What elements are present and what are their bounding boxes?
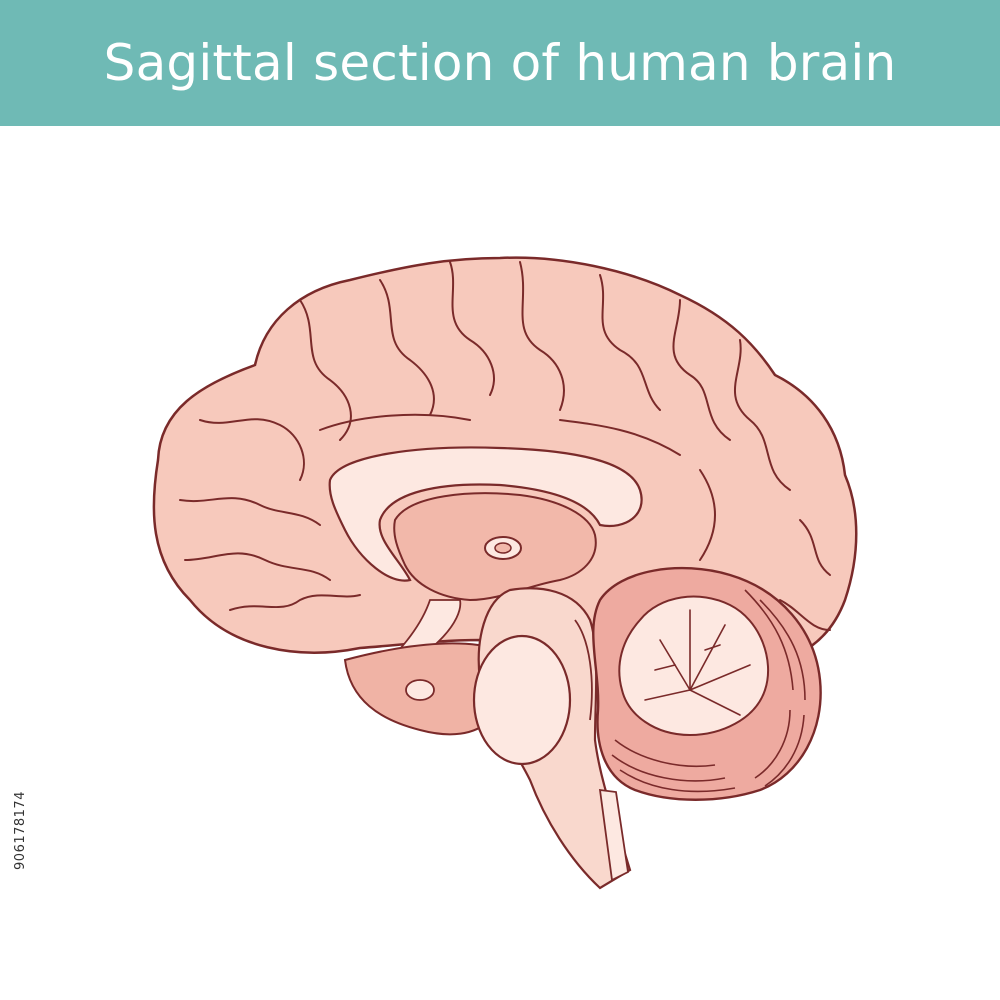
cerebellum-folia <box>611 589 806 793</box>
pons <box>472 634 572 766</box>
sulci-lines <box>179 261 831 631</box>
arbor-vitae <box>618 595 770 737</box>
stock-id-text: 906178174 <box>12 790 28 870</box>
hypophysis <box>405 679 435 701</box>
arbor-branches <box>644 609 751 716</box>
fourth-ventricle <box>574 619 593 721</box>
diagram-title: Sagittal section of human brain <box>103 34 897 92</box>
title-banner: Sagittal section of human brain <box>0 0 1000 126</box>
adhesion-inner <box>494 542 512 554</box>
stock-id-label: 906178174 <box>2 770 38 890</box>
brain-illustration <box>152 256 858 890</box>
medulla <box>598 788 629 882</box>
corpus-callosum <box>328 446 643 582</box>
